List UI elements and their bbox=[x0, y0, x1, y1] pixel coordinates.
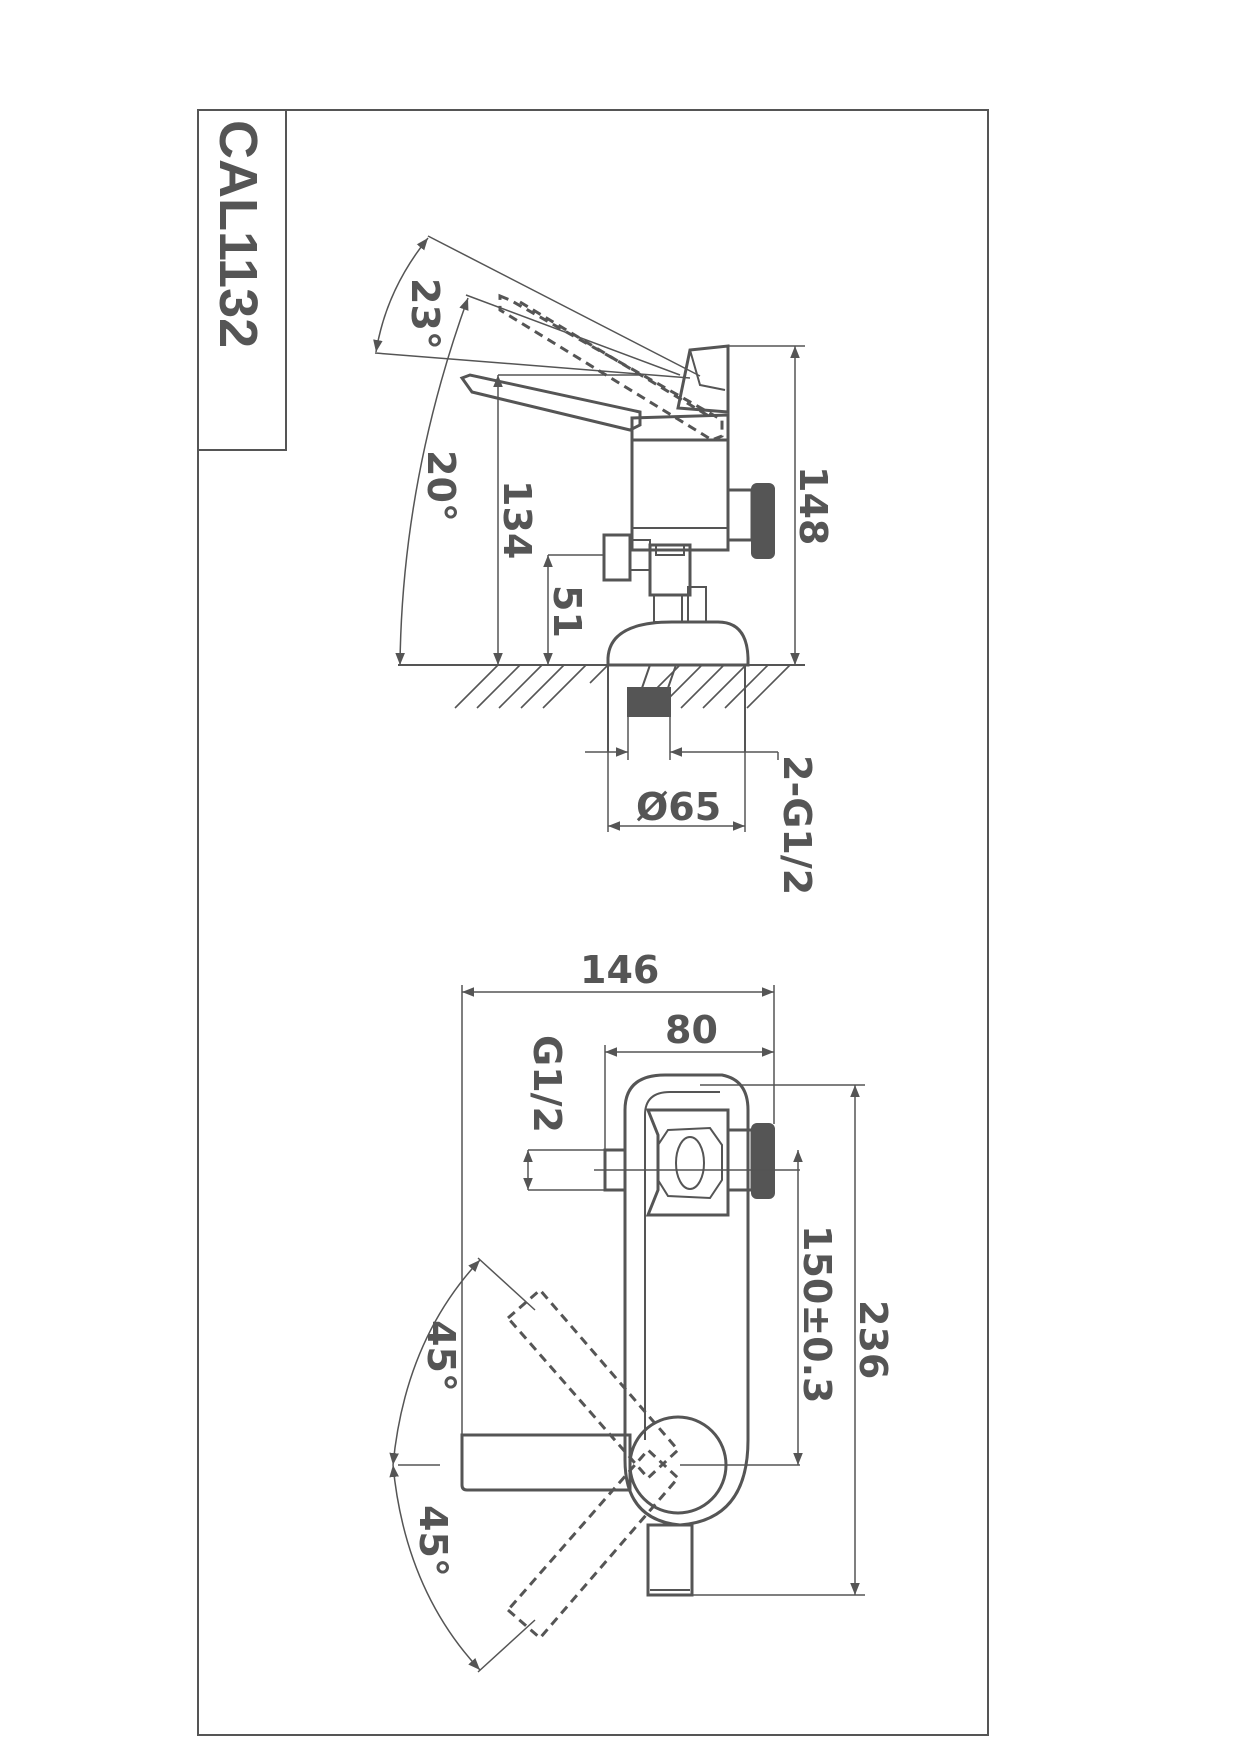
lever-handle bbox=[459, 373, 642, 432]
title-block: CAL1132 bbox=[198, 110, 287, 451]
angle-lower-top: 45° bbox=[411, 1505, 455, 1577]
top-diverter-knob-knurled bbox=[751, 1123, 775, 1199]
mixer-body bbox=[630, 438, 730, 552]
base-flange bbox=[606, 620, 750, 667]
top-body-outline bbox=[623, 1073, 750, 1527]
side-view: 148 134 51 23° 20° Ø65 2-G1/2 bbox=[373, 235, 835, 895]
top-view: 146 80 G1/2 150±0.3 236 45° 45° bbox=[389, 948, 895, 1673]
dim-height-inlet: 51 bbox=[545, 585, 589, 638]
angle-upper-top: 45° bbox=[419, 1320, 463, 1392]
dim-height-total: 148 bbox=[791, 466, 835, 545]
dim-base-diameter: Ø65 bbox=[636, 785, 721, 829]
top-lever-lower-dashed bbox=[505, 1447, 681, 1641]
top-lever-handle bbox=[460, 1433, 632, 1492]
ground-hatching bbox=[454, 664, 791, 709]
angle-lower-side: 20° bbox=[419, 450, 463, 522]
dim-inlet-thread: 2-G1/2 bbox=[775, 755, 819, 895]
dim-width-total: 146 bbox=[580, 948, 659, 992]
dim-height-spout: 134 bbox=[495, 480, 539, 559]
dim-inlet-spacing: 150±0.3 bbox=[795, 1225, 839, 1403]
lever-raised-dashed bbox=[498, 293, 724, 442]
top-lever-upper-dashed bbox=[505, 1287, 681, 1481]
dim-width-body: 80 bbox=[665, 1008, 718, 1052]
angle-upper-side: 23° bbox=[403, 278, 447, 350]
diverter-knob-knurled bbox=[751, 483, 775, 559]
model-code: CAL1132 bbox=[208, 120, 268, 348]
inlet-pipe-threaded bbox=[627, 687, 671, 717]
dim-length-total: 236 bbox=[851, 1300, 895, 1379]
dim-outlet-thread: G1/2 bbox=[525, 1035, 569, 1133]
drawing-frame bbox=[197, 109, 989, 1736]
